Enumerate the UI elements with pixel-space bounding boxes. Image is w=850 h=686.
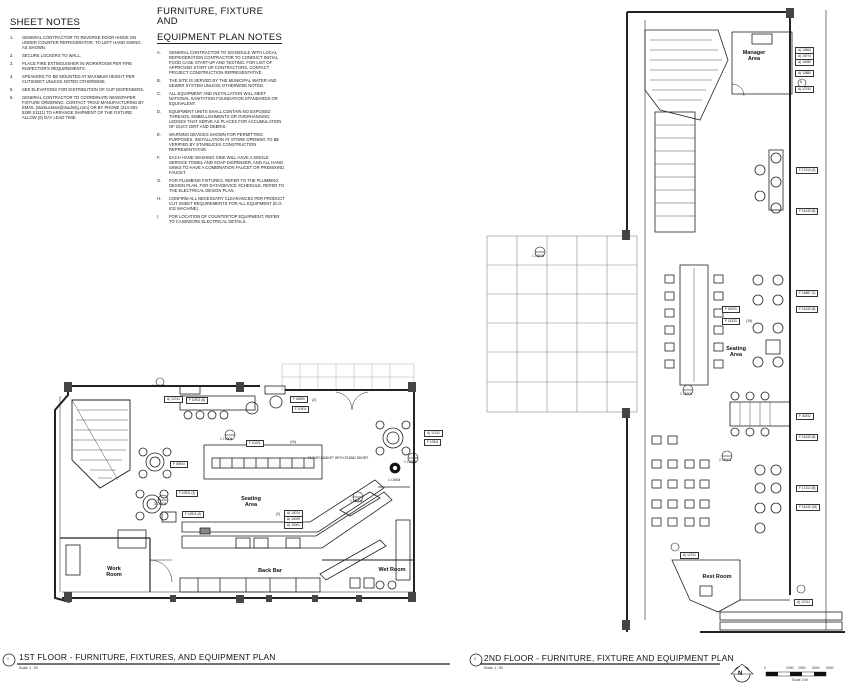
- detail-ref: 1 I-5004: [220, 437, 233, 441]
- detail-ref: 1 I-5003: [152, 384, 165, 388]
- equipment-tag: A) 12741: [164, 396, 183, 403]
- quantity-label: (2): [276, 512, 281, 516]
- ffe-notes-list: A.GENERAL CONTRACTOR TO SCHEDULE WITH LO…: [157, 50, 285, 224]
- quantity-label: (15): [746, 319, 753, 323]
- floor2-plan: [486, 8, 845, 633]
- note-item: B.THE SITE IS SERVED BY THE MUNICIPAL WA…: [157, 78, 277, 88]
- equipment-tag: F 16133: [722, 318, 740, 325]
- equipment-tag: F 17412 (8): [796, 485, 819, 492]
- equipment-tag: A) 10055: [795, 59, 814, 66]
- scale-floor2: Scale: 1 : 50: [484, 666, 503, 670]
- note-item: A.GENERAL CONTRACTOR TO SCHEDULE WITH LO…: [157, 50, 278, 75]
- equipment-tag: F 10911 (4): [182, 511, 205, 518]
- scale-label: 3000: [812, 666, 820, 670]
- equipment-tag: F 17412 (2): [796, 167, 819, 174]
- view-number-1: 1: [7, 657, 9, 661]
- floor1-plan: [54, 363, 416, 603]
- equipment-tag: F 10911 (3): [176, 490, 199, 497]
- floor-basket-note: FLOOR BASKET WITH STAND SHORT: [308, 456, 369, 460]
- scale-label: 2000: [798, 666, 806, 670]
- quantity-label: (2): [312, 398, 317, 402]
- equipment-tag: A) 12741: [424, 430, 443, 437]
- equipment-tag: A) 12741: [795, 86, 814, 93]
- scale-label: 5000: [826, 666, 834, 670]
- note-item: I.FOR LOCATION OF COUNTERTOP EQUIPMENT, …: [157, 214, 280, 224]
- equipment-tag: F 14887 (2): [796, 290, 819, 297]
- note-item: 1.GENERAL CONTRACTOR TO REVERSE DOOR HIN…: [10, 35, 142, 50]
- equipment-tag: A) 12880: [795, 70, 814, 77]
- ffe-notes-heading-2: EQUIPMENT PLAN NOTES: [157, 32, 283, 44]
- equipment-tag: A) 10001: [284, 522, 303, 529]
- scale-label: 1000: [786, 666, 794, 670]
- detail-ref: 5: [800, 80, 802, 84]
- detail-ref: 1 I-5004: [532, 254, 545, 258]
- equipment-tag: F 40203: [722, 306, 740, 313]
- equipment-tag: F 10911: [424, 439, 442, 446]
- note-item: 5.SEE ELEVATIONS FOR DISTRIBUTION OF CUP…: [10, 87, 145, 92]
- room-label-work-room: Work Room: [106, 566, 122, 578]
- view-number-2: 2: [474, 657, 476, 661]
- sheet-notes: SHEET NOTES 1.GENERAL CONTRACTOR TO REVE…: [10, 12, 145, 123]
- equipment-tag: F 10221: [246, 440, 264, 447]
- title-floor2: 2ND FLOOR - FURNITURE, FIXTURE AND EQUIP…: [484, 653, 734, 663]
- ffe-notes-heading-1: FURNITURE, FIXTURE AND: [157, 6, 264, 27]
- equipment-tag: A) 12741: [794, 599, 813, 606]
- room-label-rest-room: Rest Room: [702, 574, 732, 580]
- sheet-notes-list: 1.GENERAL CONTRACTOR TO REVERSE DOOR HIN…: [10, 35, 145, 120]
- detail-ref: 1 I-5001: [350, 499, 363, 503]
- equipment-tag: F 10911 (6): [186, 397, 209, 404]
- note-item: 6.GENERAL CONTRACTOR TO COORDINATE NEWSP…: [10, 95, 144, 120]
- room-label-seating: Seating Area: [241, 496, 261, 508]
- note-item: E.WARNING DEVICES SHOWN FOR PERMITTING P…: [157, 132, 280, 152]
- equipment-tag: A) 12741: [680, 552, 699, 559]
- equipment-tag: F 40924: [170, 461, 188, 468]
- equipment-tag: F 16132 (15): [796, 504, 821, 511]
- scale-floor1: Scale: 1 : 50: [19, 666, 38, 670]
- ffe-notes: FURNITURE, FIXTURE AND EQUIPMENT PLAN NO…: [157, 7, 285, 227]
- quantity-label: (10): [290, 440, 297, 444]
- north-arrow-icon: N: [738, 671, 743, 677]
- equipment-tag: F 16133 (8): [796, 434, 819, 441]
- note-item: G.FOR PLUMBING FIXTURES, REFER TO THE PL…: [157, 178, 285, 193]
- note-item: 2.SECURE LOCKERS TO WALL.: [10, 53, 82, 58]
- room-label-manager: Manager Area: [742, 50, 766, 62]
- note-item: C.ALL EQUIPMENT AND INSTALLATION WILL ME…: [157, 91, 278, 106]
- equipment-tag: F 16133 (8): [796, 306, 819, 313]
- detail-ref: 2 I-5004: [719, 458, 732, 462]
- sheet-notes-heading: SHEET NOTES: [10, 17, 81, 29]
- detail-ref: 1 I-5004: [388, 478, 401, 482]
- equipment-tag: F 40559: [290, 396, 308, 403]
- detail-ref: 3 I-5004: [154, 502, 167, 506]
- detail-ref: 1 I-5003: [404, 460, 417, 464]
- note-item: H.CONFIRM ALL NECESSARY CLEARANCES PER P…: [157, 196, 285, 211]
- room-label-back-bar: Back Bar: [258, 568, 282, 574]
- equipment-tag: F 10911: [292, 406, 310, 413]
- room-label-seating-2: Seating Area: [726, 346, 746, 358]
- scale-label: 0: [764, 666, 766, 670]
- title-floor1: 1ST FLOOR - FURNITURE, FIXTURES, AND EQU…: [19, 652, 276, 662]
- equipment-tag: F 40202: [796, 413, 814, 420]
- note-item: D.EQUIPMENT UNITS SHALL CONTAIN NO EXPOS…: [157, 109, 282, 129]
- note-item: 3.PLACE FIRE EXTINGUISHER IN WORKROOM PE…: [10, 61, 133, 71]
- equipment-tag: F 16133 (8): [796, 208, 819, 215]
- scale-unit: Scale 1:50: [792, 678, 809, 682]
- note-item: 4.SPEAKERS TO BE MOUNTED AT MAXIMUM HEIG…: [10, 74, 135, 84]
- note-item: F.EACH HAND WASHING SINK WILL HAVE A SIN…: [157, 155, 285, 175]
- room-label-wet-room: Wet Room: [378, 567, 406, 573]
- detail-ref: 1 I-5004: [680, 392, 693, 396]
